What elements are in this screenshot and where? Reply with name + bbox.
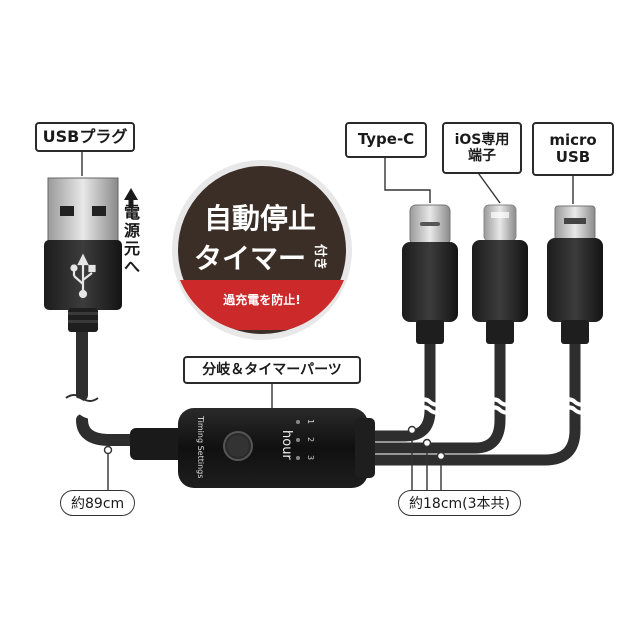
led-indicators	[296, 420, 300, 460]
main-cable	[76, 324, 186, 446]
usb-plug-label: USBプラグ	[35, 122, 135, 152]
led-number-2: 2	[306, 437, 315, 442]
branch-cable-3	[360, 340, 581, 466]
arrow-up-icon	[124, 188, 138, 208]
timer-box	[130, 408, 375, 488]
usb-c-connector	[402, 204, 458, 344]
badge-suffix: 付き	[312, 244, 328, 270]
timing-settings-text: Timing Settings	[196, 415, 205, 478]
power-source-label: 電源元へ	[123, 203, 140, 276]
auto-stop-timer-badge	[172, 160, 352, 340]
leader-lines	[81, 150, 574, 492]
micro-usb-label: micro USB	[532, 122, 614, 176]
lightning-connector	[472, 204, 528, 344]
type-c-label: Type-C	[345, 122, 427, 158]
usb-a-plug	[44, 177, 122, 332]
splitter-timer-label: 分岐＆タイマーパーツ	[183, 356, 361, 384]
branch-length-label: 約18cm(3本共)	[398, 490, 521, 516]
break-mark-main	[64, 397, 100, 419]
led-number-3: 3	[306, 455, 315, 460]
led-number-1: 1	[306, 419, 315, 424]
micro-usb-connector	[547, 205, 603, 344]
hour-text: hour	[279, 430, 294, 460]
badge-line1: 自動停止	[204, 202, 316, 235]
ios-terminal-label: iOS専用 端子	[442, 122, 522, 174]
usb-symbol-icon	[70, 253, 96, 299]
branch-cable-2	[360, 340, 506, 454]
badge-line2: タイマー	[194, 242, 306, 275]
badge-banner: 過充電を防止!	[222, 292, 300, 307]
main-length-label: 約89cm	[60, 490, 136, 516]
